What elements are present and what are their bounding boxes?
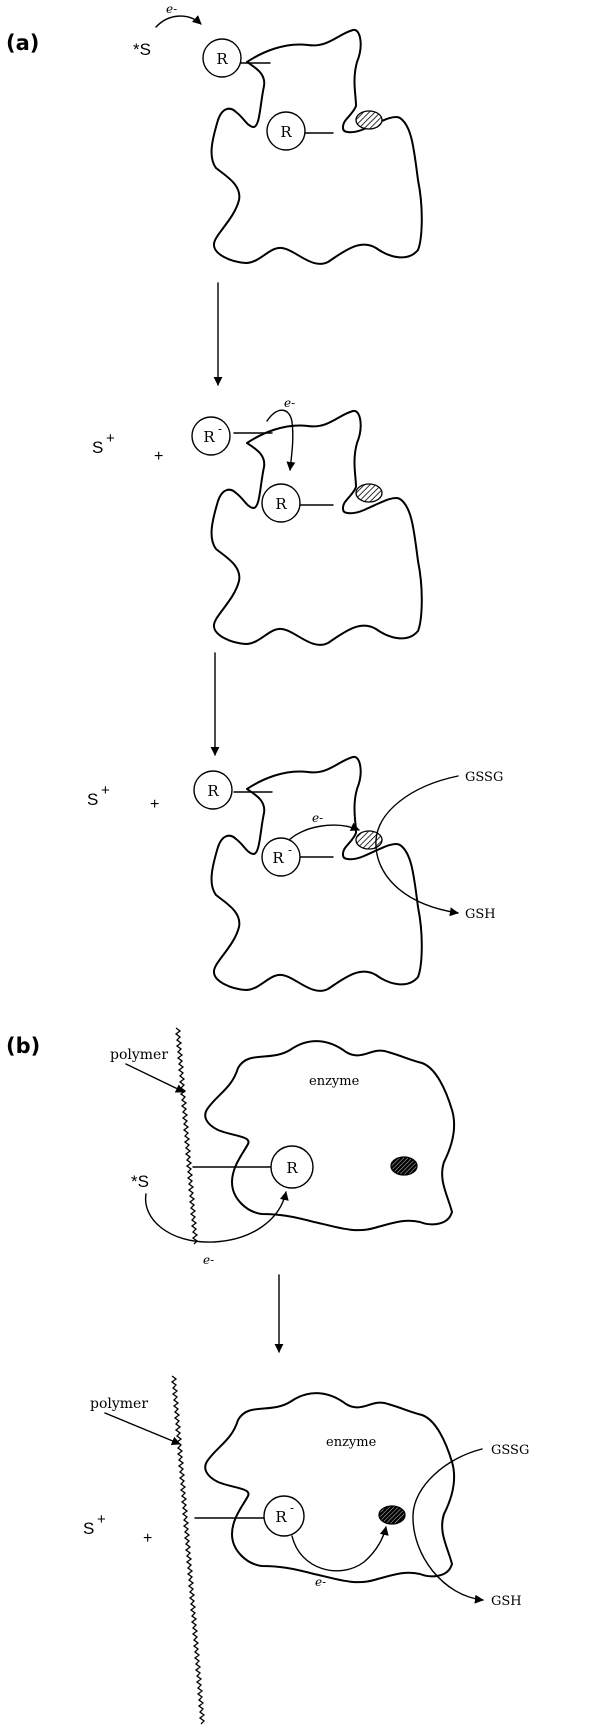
plus-sign: + [154,448,163,465]
polymer-label: polymer [110,1047,168,1063]
product-label: S [92,438,103,457]
active-site [356,484,382,502]
enzyme-label: enzyme [326,1435,377,1450]
electron-label: e- [166,2,177,16]
active-site [379,1506,405,1524]
panel-a-label: (a) [6,31,39,55]
donor-label: *S [133,40,151,59]
relay-outer-label: R [207,782,219,800]
plus-sign: + [143,1530,152,1547]
relay-inner-charge: - [288,843,292,857]
electron-arrow [292,1527,386,1571]
polymer-label: polymer [90,1396,148,1412]
active-site [356,831,382,849]
substrate-label: GSSG [465,770,503,785]
enzyme-outline [205,1393,454,1582]
product-label: S [83,1519,94,1538]
product-charge: + [97,1511,106,1528]
panel-a-step-3: S + + R e- R - GSSG GSH [87,757,503,991]
active-site [391,1157,417,1175]
protein-outline [212,30,422,264]
relay-inner-label: R [272,849,284,867]
relay-outer-label: R [203,428,215,446]
substrate-label: GSSG [491,1443,529,1458]
panel-b-step-2: polymer enzyme S + + R - e- GSSG GSH [83,1376,529,1724]
product-label: S [87,790,98,809]
polymer-chain [172,1376,204,1724]
plus-sign: + [150,796,159,813]
relay-outer-label: R [216,50,228,68]
enzyme-label: enzyme [309,1074,360,1089]
relay-label: R [275,1508,287,1526]
relay-inner-label: R [280,123,292,141]
product-charge: + [106,430,115,447]
product-charge: + [101,782,110,799]
donor-label: *S [131,1172,149,1191]
polymer-pointer [105,1413,180,1444]
panel-a-step-2: S + + R - e- R [92,396,422,645]
relay-inner-label: R [275,495,287,513]
relay-label: R [286,1159,298,1177]
relay-outer-charge: - [218,422,222,436]
relay-charge: - [290,1501,294,1515]
electron-arrow [287,825,359,842]
panel-a-step-1: e- *S R R [133,2,422,264]
electron-arrow [267,410,293,470]
reduced-label: GSH [491,1594,522,1609]
reaction-arrow [413,1449,483,1600]
panel-b: (b) polymer enzyme R *S e- polymer enzym… [6,1028,529,1724]
panel-b-label: (b) [6,1034,40,1058]
electron-arrow [156,16,201,27]
panel-a: (a) e- *S R R S + + R - e- [6,2,503,991]
electron-arrow [146,1192,286,1242]
electron-label: e- [284,396,295,410]
polymer-chain [176,1028,197,1244]
reduced-label: GSH [465,907,496,922]
electron-label: e- [203,1253,214,1267]
electron-label: e- [312,811,323,825]
active-site [356,111,382,129]
enzyme-outline [205,1041,454,1230]
panel-b-step-1: polymer enzyme R *S e- [110,1028,454,1267]
polymer-pointer [126,1064,184,1092]
protein-outline [212,411,422,645]
electron-label: e- [315,1575,326,1589]
